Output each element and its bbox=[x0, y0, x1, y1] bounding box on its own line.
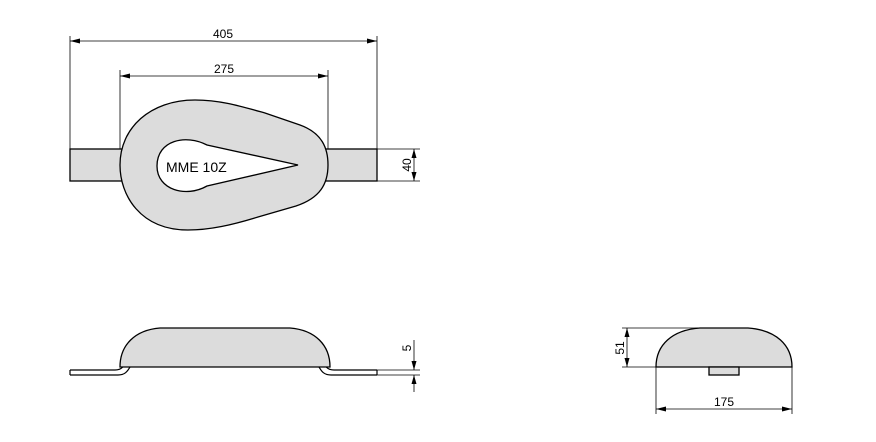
end-view-anode-body bbox=[655, 327, 793, 368]
dimension-strap-thickness: 5 bbox=[377, 340, 420, 392]
end-view-strap bbox=[708, 366, 740, 376]
dimension-body-height: 51 bbox=[613, 327, 700, 368]
dimension-strap-width: 40 bbox=[377, 148, 420, 182]
dimension-body-length-value: 275 bbox=[214, 62, 234, 76]
dimension-strap-thickness-value: 5 bbox=[400, 344, 414, 351]
dimension-body-height-value: 51 bbox=[613, 341, 627, 355]
top-view: MME 10Z bbox=[69, 99, 378, 231]
dimension-overall-length-value: 405 bbox=[213, 27, 233, 41]
dimension-overall-length: 405 bbox=[69, 27, 378, 149]
side-view bbox=[69, 327, 378, 376]
side-view-anode-body bbox=[119, 327, 331, 368]
dimension-body-width-value: 175 bbox=[714, 395, 734, 409]
dimension-strap-width-value: 40 bbox=[400, 158, 414, 172]
dimension-body-length: 275 bbox=[119, 62, 329, 149]
top-view-hole bbox=[156, 139, 299, 193]
end-view bbox=[655, 327, 793, 376]
part-label: MME 10Z bbox=[166, 159, 227, 175]
dimension-body-width: 175 bbox=[655, 367, 793, 414]
